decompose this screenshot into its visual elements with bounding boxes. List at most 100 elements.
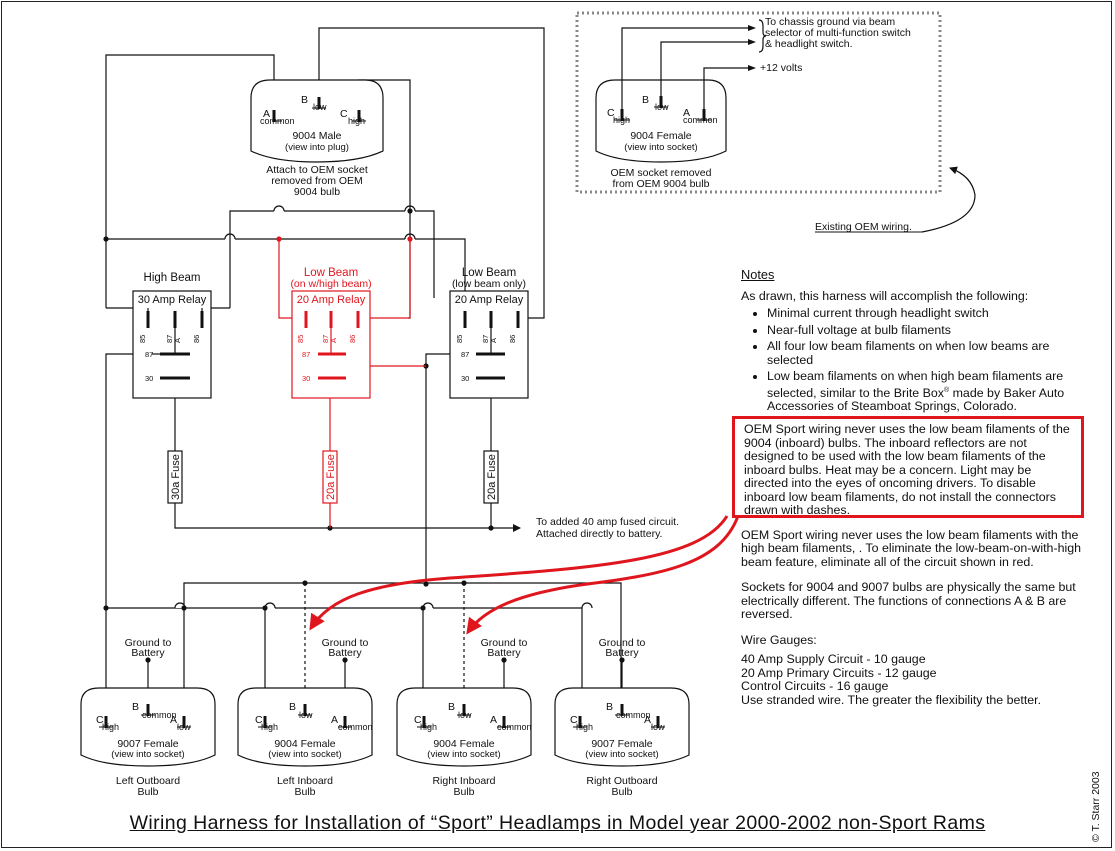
oem-pin-b: B — [642, 94, 649, 106]
socket-outline — [396, 687, 532, 767]
oem-caption-2: from OEM 9004 bulb — [613, 178, 710, 190]
male-pin-c: C — [340, 108, 348, 120]
oem-socket-view: (view into socket) — [624, 142, 697, 153]
relay-low-beam-only — [449, 290, 529, 399]
annotation-arrows — [309, 515, 740, 635]
relay-label-low-beam-red: 20 Amp Relay — [297, 294, 366, 306]
relay-label-low-beam-only: 20 Amp Relay — [455, 294, 524, 306]
pin-86: 86 — [348, 335, 357, 343]
ground-label: Battery — [487, 647, 521, 659]
oem-pin-c-sub: high — [613, 115, 630, 125]
copyright: © T. Starr 2003 — [1090, 771, 1102, 842]
socket-pin-left-sub: high — [102, 722, 119, 732]
pin-30: 30 — [302, 374, 310, 383]
gauge-line: 20 Amp Primary Circuits - 12 gauge — [741, 665, 937, 680]
socket-name: 9004 Female — [274, 738, 335, 750]
socket-pin-mid-label: B — [606, 701, 613, 713]
pin-85: 85 — [138, 335, 147, 343]
ground-label: Ground to — [322, 637, 369, 649]
oem-dashed-box — [575, 11, 942, 194]
socket-view: (view into socket) — [111, 749, 184, 760]
male-caption-2: removed from OEM — [271, 175, 363, 187]
male-pin-b: B — [301, 94, 308, 106]
ground-label: Ground to — [125, 637, 172, 649]
male-pin-a: A — [263, 108, 270, 120]
socket-name: 9007 Female — [117, 738, 178, 750]
notes-panel: Notes As drawn, this harness will accomp… — [741, 268, 1086, 707]
relay-label-high-beam: 30 Amp Relay — [138, 294, 207, 306]
socket-outline — [80, 687, 216, 767]
male-pin-a-sub: common — [260, 116, 295, 126]
pin-87: 87 — [321, 335, 330, 343]
socket-pin-left-sub: high — [261, 722, 278, 732]
chassis-note-2: selector of multi-function switch — [765, 27, 911, 39]
relay-subtitle-low-beam-red: (on w/high beam) — [290, 278, 371, 290]
socket-caption: Left Inboard — [277, 775, 333, 787]
pin-a: A — [329, 338, 338, 343]
relay-title-low-beam-only: Low Beam — [462, 267, 516, 279]
oem-pin-a-sub: common — [683, 115, 718, 125]
fuse-20a-red: 20a Fuse — [325, 454, 337, 500]
fuses — [167, 450, 499, 504]
relay-title-high-beam: High Beam — [144, 272, 201, 284]
socket-caption: Bulb — [137, 786, 158, 798]
gauge-line: Use stranded wire. The greater the flexi… — [741, 692, 1042, 707]
pin-87-output: 87 — [461, 350, 469, 359]
socket-pin-mid-sub: common — [142, 710, 177, 720]
pin-87-output: 87 — [145, 350, 153, 359]
oem-pin-b-sub: low — [655, 102, 669, 112]
male-caption-1: Attach to OEM socket — [266, 164, 368, 176]
socket-caption: Bulb — [611, 786, 632, 798]
socket-pin-right-sub: low — [651, 722, 665, 732]
plus-12-volts: +12 volts — [760, 62, 802, 74]
pin-30: 30 — [461, 374, 469, 383]
boxed-note-text: OEM Sport wiring never uses the low beam… — [744, 422, 1070, 517]
relay-high-beam — [132, 290, 212, 399]
socket-pin-left-label: C — [255, 714, 263, 726]
male-pin-c-sub: high — [348, 116, 365, 126]
socket-pin-mid-label: B — [448, 701, 455, 713]
chassis-note-3: & headlight switch. — [765, 38, 853, 50]
pin-87: 87 — [481, 335, 490, 343]
oem-caption-1: OEM socket removed — [611, 167, 712, 179]
socket-pin-left-sub: high — [576, 722, 593, 732]
socket-view: (view into socket) — [585, 749, 658, 760]
chassis-note-1: To chassis ground via beam — [765, 16, 895, 28]
notes-intro: As drawn, this harness will accomplish t… — [741, 288, 1029, 303]
ground-label: Ground to — [481, 637, 528, 649]
socket-pin-mid-sub: low — [299, 710, 313, 720]
socket-name: 9004 Female — [433, 738, 494, 750]
registered-mark: ® — [943, 386, 950, 394]
page-title: Wiring Harness for Installation of “Spor… — [129, 812, 986, 834]
pin-86: 86 — [192, 335, 201, 343]
pin-a: A — [173, 338, 182, 343]
socket-pin-right-sub: common — [497, 722, 532, 732]
note-bullet-text-cont: made by Baker Auto Accessories of Steamb… — [767, 385, 1065, 414]
ground-label: Battery — [131, 647, 165, 659]
ground-label: Ground to — [599, 637, 646, 649]
socket-view: (view into socket) — [427, 749, 500, 760]
notes-bullets: Minimal current through headlight switch… — [741, 306, 1086, 414]
socket-pin-right-sub: common — [338, 722, 373, 732]
socket-caption: Bulb — [294, 786, 315, 798]
supply-note-1: To added 40 amp fused circuit. — [536, 516, 679, 528]
pin-85: 85 — [296, 335, 305, 343]
relay-title-low-beam-red: Low Beam — [304, 267, 358, 279]
socket-pin-right-label: A — [490, 714, 497, 726]
fuse-20a: 20a Fuse — [486, 454, 498, 500]
socket-pin-mid-sub: low — [458, 710, 472, 720]
socket-pin-left-label: C — [96, 714, 104, 726]
red-boxed-note: OEM Sport wiring never uses the low beam… — [732, 416, 1084, 518]
notes-heading: Notes — [741, 267, 775, 282]
socket-caption: Bulb — [453, 786, 474, 798]
socket-view: (view into socket) — [268, 749, 341, 760]
socket-pin-mid-label: B — [132, 701, 139, 713]
pin-87-output: 87 — [302, 350, 310, 359]
male-pin-b-sub: low — [313, 102, 327, 112]
gauges-title: Wire Gauges: — [741, 632, 817, 647]
pin-85: 85 — [455, 335, 464, 343]
